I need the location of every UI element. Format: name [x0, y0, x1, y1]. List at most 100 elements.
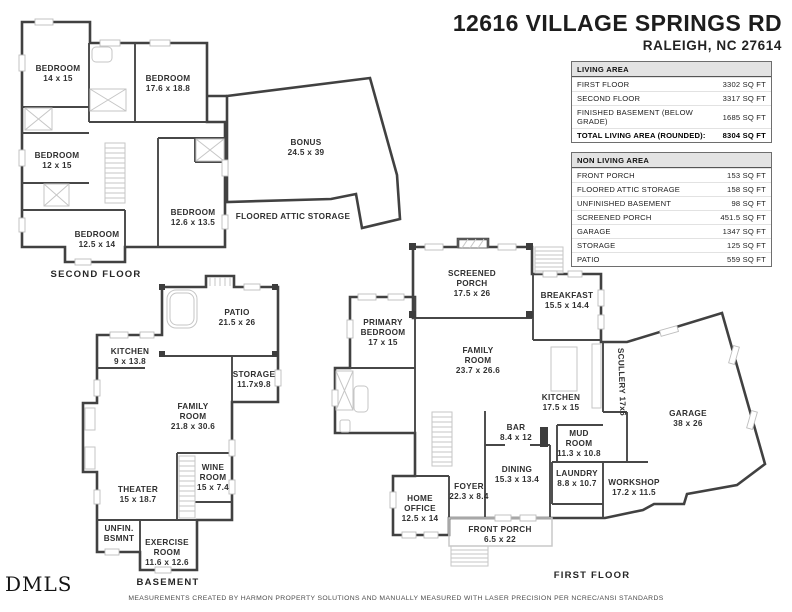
table-row: GARAGE 1347 SQ FT	[572, 224, 771, 238]
staircase	[178, 455, 196, 519]
windows	[331, 243, 758, 539]
area-tables: LIVING AREA FIRST FLOOR 3302 SQ FT SECON…	[571, 61, 772, 276]
room-label-bedroom4: BEDROOM	[75, 230, 120, 239]
second-floor-plan: BEDROOM 14 x 15 BEDROOM 17.6 x 18.8 BONU…	[18, 18, 402, 280]
table-row: STORAGE 125 SQ FT	[572, 238, 771, 252]
room-label-workshop: WORKSHOP	[608, 478, 660, 487]
room-dims-workshop: 17.2 x 11.5	[612, 488, 656, 497]
room-label-bonus: BONUS	[290, 138, 321, 147]
room-label-family-b: FAMILY	[177, 402, 208, 411]
room-dims-kitchen-f: 17.5 x 15	[543, 403, 580, 412]
room-label-screened-porch: SCREENED	[448, 269, 496, 278]
windows	[93, 283, 282, 574]
staircase	[431, 411, 453, 467]
room-label-theater: THEATER	[118, 485, 158, 494]
kitchen-island	[550, 346, 578, 392]
second-floor-interior-walls	[22, 43, 225, 247]
room-label-patio: PATIO	[224, 308, 250, 317]
room-label-laundry: LAUNDRY	[556, 469, 598, 478]
room-dims-wine: 15 x 7.4	[197, 483, 229, 492]
basement-interior-walls	[97, 355, 278, 552]
chimney-icon	[457, 238, 489, 249]
room-label-wine: WINE	[202, 463, 225, 472]
room-dims-foyer: 22.3 x 8.4	[449, 492, 489, 501]
room-label-mud2: ROOM	[566, 439, 593, 448]
wall-post	[272, 284, 278, 290]
row-label: FIRST FLOOR	[577, 80, 630, 89]
room-label-primary: PRIMARY	[363, 318, 403, 327]
room-label-bedroom2: BEDROOM	[146, 74, 191, 83]
room-dims-family-b: 21.8 x 30.6	[171, 422, 215, 431]
room-dims-dining: 15.3 x 13.4	[495, 475, 539, 484]
room-label-breakfast: BREAKFAST	[541, 291, 594, 300]
room-dims-office: 12.5 x 14	[402, 514, 439, 523]
room-dims-mud: 11.3 x 10.8	[557, 449, 601, 458]
row-value: 153 SQ FT	[727, 171, 766, 180]
room-dims-garage: 38 x 26	[673, 419, 703, 428]
shower-icon	[43, 183, 70, 207]
row-value: 98 SQ FT	[731, 199, 766, 208]
floor-label-first: FIRST FLOOR	[554, 570, 631, 581]
row-value: 1347 SQ FT	[722, 227, 766, 236]
dmls-logo: DMLS	[5, 572, 73, 596]
wall-post	[409, 311, 416, 318]
room-label-mud: MUD	[569, 429, 589, 438]
room-label-garage: GARAGE	[669, 409, 707, 418]
wall-post	[159, 351, 165, 357]
shower-icon	[24, 107, 53, 131]
first-floor-outline	[333, 237, 767, 537]
basement-plan: PATIO 21.5 x 26 KITCHEN 9 x 13.8 STORAGE…	[81, 274, 282, 588]
room-dims-bar: 8.4 x 12	[500, 433, 532, 442]
room-dims-front-porch: 6.5 x 22	[484, 535, 516, 544]
room-label-exercise: EXERCISE	[145, 538, 189, 547]
non-living-area-header: NON LIVING AREA	[572, 153, 771, 168]
row-value: 451.5 SQ FT	[720, 213, 766, 222]
row-label: SCREENED PORCH	[577, 213, 652, 222]
second-floor-bonus-outline	[225, 76, 402, 230]
title-block: 12616 VILLAGE SPRINGS RD RALEIGH, NC 276…	[362, 11, 782, 53]
living-area-table: LIVING AREA FIRST FLOOR 3302 SQ FT SECON…	[571, 61, 772, 143]
kitchen-counter	[591, 343, 602, 409]
shower-icon	[89, 88, 127, 112]
room-label-bedroom5: BEDROOM	[171, 208, 216, 217]
room-label-unfin2: BSMNT	[104, 534, 135, 543]
wall-post	[526, 243, 533, 250]
floor-label-second: SECOND FLOOR	[51, 269, 142, 280]
room-label-kitchen-f: KITCHEN	[542, 393, 581, 402]
table-row: PATIO 559 SQ FT	[572, 252, 771, 266]
room-dims-laundry: 8.8 x 10.7	[557, 479, 597, 488]
living-area-header: LIVING AREA	[572, 62, 771, 77]
room-label-attic-storage: FLOORED ATTIC STORAGE	[236, 212, 351, 221]
bathtub-icon	[91, 46, 113, 63]
room-dims-family-f: 23.7 x 26.6	[456, 366, 500, 375]
room-label-screened-porch2: PORCH	[456, 279, 487, 288]
basement-outline	[81, 274, 280, 572]
deck-steps	[534, 246, 564, 274]
row-value: 559 SQ FT	[727, 255, 766, 264]
table-row: FINISHED BASEMENT (BELOW GRADE) 1685 SQ …	[572, 105, 771, 128]
room-label-dining: DINING	[502, 465, 532, 474]
row-value: 125 SQ FT	[727, 241, 766, 250]
second-floor-outline	[20, 20, 227, 264]
row-label: GARAGE	[577, 227, 611, 236]
room-label-office2: OFFICE	[404, 504, 436, 513]
table-row: FLOORED ATTIC STORAGE 158 SQ FT	[572, 182, 771, 196]
room-label-exercise2: ROOM	[154, 548, 181, 557]
bathtub-icon	[353, 385, 369, 413]
room-dims-kitchen-b: 9 x 13.8	[114, 357, 146, 366]
row-value: 3317 SQ FT	[722, 94, 766, 103]
table-row: SCREENED PORCH 451.5 SQ FT	[572, 210, 771, 224]
room-label-storage: STORAGE	[233, 370, 276, 379]
room-dims-primary: 17 x 15	[368, 338, 398, 347]
closet-fixture	[84, 407, 96, 431]
first-floor-plan: SCREENED PORCH 17.5 x 26 BREAKFAST 15.5 …	[331, 237, 767, 581]
wall-post	[526, 311, 533, 318]
floor-label-basement: BASEMENT	[137, 577, 200, 588]
table-row: UNFINISHED BASEMENT 98 SQ FT	[572, 196, 771, 210]
patio-steps	[209, 277, 231, 286]
row-label: PATIO	[577, 255, 600, 264]
toilet-icon	[339, 419, 351, 433]
room-dims-theater: 15 x 18.7	[120, 495, 157, 504]
staircase	[104, 142, 126, 204]
